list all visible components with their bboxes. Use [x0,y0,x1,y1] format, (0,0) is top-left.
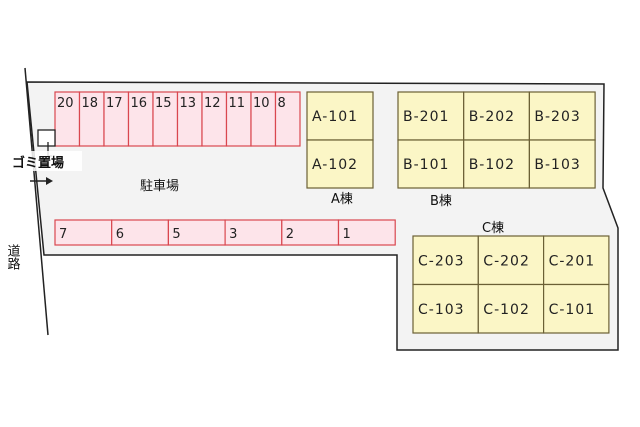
unit-room [528,91,596,141]
parking-space [274,91,301,147]
parking-space [167,219,226,246]
building-b-label: B棟 [430,194,452,209]
unit-room-label: A-101 [312,109,358,125]
parking-space [201,91,228,147]
unit-room [477,235,545,286]
parking-space [127,91,154,147]
parking-label: 駐車場 [140,179,179,194]
parking-space [54,219,113,246]
parking-space-label: 2 [286,227,294,242]
unit-room-label: C-102 [483,302,530,318]
parking-space [54,91,81,147]
garbage-area-label: ゴミ置場 [12,155,64,171]
road-label: 道路 [5,244,21,270]
parking-space [103,91,130,147]
parking-space-label: 20 [57,96,74,111]
unit-room-label: C-103 [418,302,465,318]
unit-room [397,91,465,141]
parking-space [111,219,169,246]
unit-room-label: B-203 [534,109,580,125]
unit-room [528,139,596,189]
unit-room-label: C-202 [483,253,530,269]
parking-space-label: 18 [82,96,99,111]
unit-room [542,283,610,334]
unit-room-label: B-201 [403,109,449,125]
unit-room [397,139,465,189]
parking-space [250,91,277,147]
parking-space-label: 7 [59,227,67,242]
unit-room-label: C-101 [549,302,596,318]
parking-space-label: 1 [343,227,351,242]
unit-room-label: A-102 [312,157,358,173]
unit-room-label: C-201 [549,253,596,269]
parking-space-label: 11 [229,96,246,111]
unit-room-label: B-101 [403,157,449,173]
unit-room [463,139,531,189]
unit-room [477,283,545,334]
parking-space-label: 5 [172,227,180,242]
unit-room [542,235,610,286]
unit-room-label: C-203 [418,253,465,269]
unit-room [463,91,531,141]
parking-space-label: 3 [229,227,237,242]
parking-space-label: 10 [253,96,270,111]
unit-room [306,139,374,189]
parking-space [281,219,340,246]
parking-space [225,91,252,147]
unit-room-label: B-102 [469,157,515,173]
parking-space-label: 13 [180,96,197,111]
parking-space-label: 15 [155,96,172,111]
parking-space-label: 6 [116,227,124,242]
garbage-area-box [37,129,56,147]
parking-space [152,91,179,147]
unit-room [412,283,479,334]
building-a-label: A棟 [331,192,353,207]
parking-space [176,91,203,147]
parking-space-label: 8 [278,96,286,111]
parking-space [337,219,396,246]
unit-room-label: B-103 [534,157,580,173]
building-c-label: C棟 [482,221,504,236]
entrance-arrow-icon [30,177,53,185]
road-edge [24,67,49,336]
parking-space-label: 17 [106,96,123,111]
parking-space-label: 12 [204,96,221,111]
parking-space-label: 16 [131,96,148,111]
unit-room-label: B-202 [469,109,515,125]
